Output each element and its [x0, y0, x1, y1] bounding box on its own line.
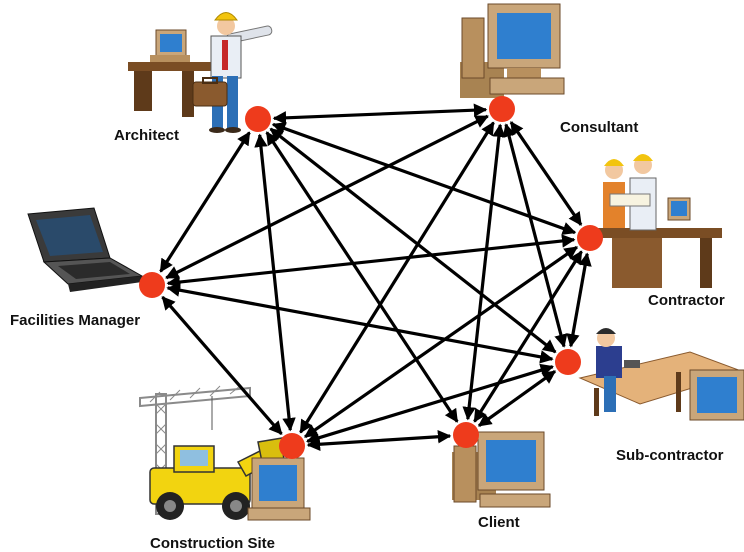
- architect-at-desk-icon: [128, 12, 273, 133]
- arrow-construction_site-facilities_manager: [161, 296, 283, 435]
- arrow-architect-construction_site: [254, 133, 296, 432]
- consultant-label: Consultant: [560, 119, 638, 136]
- client-label: Client: [478, 514, 520, 531]
- node-facilities-manager: [139, 272, 165, 298]
- arrow-architect-client: [265, 131, 459, 423]
- arrow-architect-subcontractor: [269, 127, 557, 354]
- computer-monitor-icon: [460, 3, 565, 98]
- arrow-subcontractor-construction_site: [306, 363, 554, 445]
- arrow-contractor-subcontractor: [566, 252, 592, 348]
- construction-site-label: Construction Site: [150, 535, 275, 552]
- arrow-consultant-contractor: [509, 121, 583, 226]
- arrow-client-construction_site: [306, 430, 452, 451]
- arrow-architect-facilities_manager: [159, 131, 251, 273]
- engineers-at-desk-icon: [598, 154, 722, 288]
- facilities-manager-label: Facilities Manager: [10, 312, 140, 329]
- node-subcontractor: [555, 349, 581, 375]
- arrow-contractor-client: [473, 250, 583, 423]
- arrow-subcontractor-facilities_manager: [166, 283, 554, 364]
- stakeholder-nodes: [139, 96, 603, 459]
- crane-and-loader-icon: [139, 385, 311, 521]
- node-architect: [245, 106, 271, 132]
- architect-label: Architect: [114, 127, 179, 144]
- carpenter-at-workbench-icon: [578, 328, 744, 421]
- node-consultant: [489, 96, 515, 122]
- connection-arrows: [159, 103, 592, 451]
- subcontractor-label: Sub-contractor: [616, 447, 724, 464]
- node-construction-site: [279, 433, 305, 459]
- node-client: [453, 422, 479, 448]
- arrow-contractor-construction_site: [303, 245, 579, 439]
- contractor-label: Contractor: [648, 292, 725, 309]
- arrow-consultant-client: [462, 123, 506, 421]
- laptop-icon: [27, 207, 144, 292]
- node-contractor: [577, 225, 603, 251]
- arrow-architect-consultant: [272, 103, 488, 125]
